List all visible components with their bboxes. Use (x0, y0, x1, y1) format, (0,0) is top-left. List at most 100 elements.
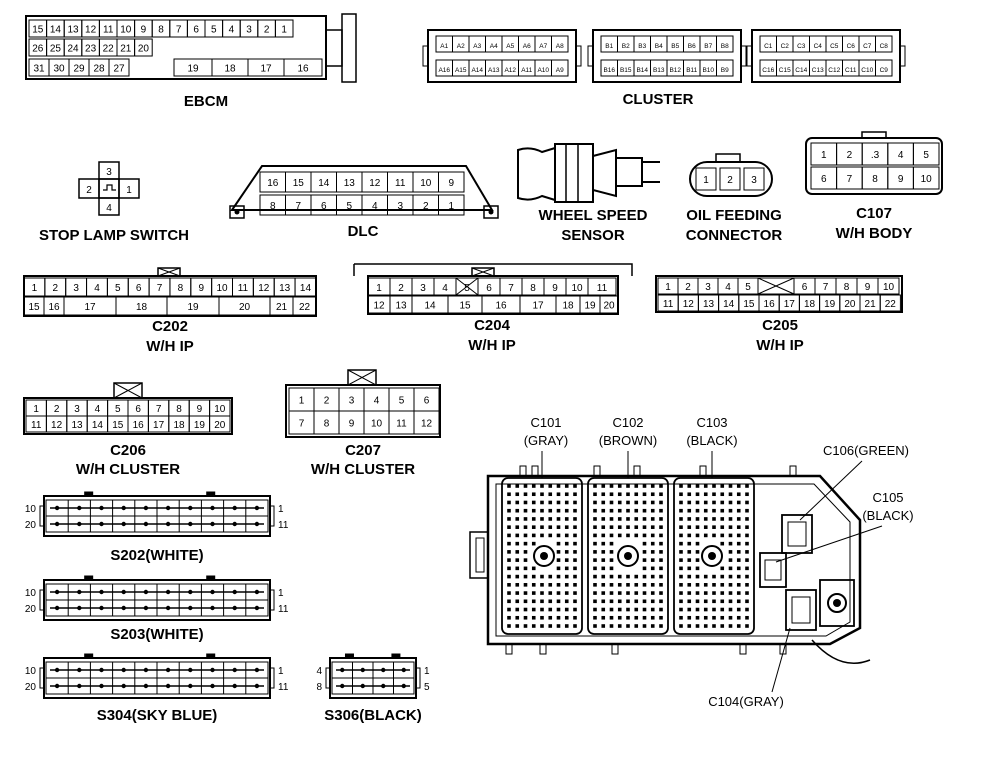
pin-cavity (507, 583, 511, 587)
pin-cavity (687, 558, 692, 562)
pin-cavity (720, 517, 725, 521)
c103-block-frame (673, 477, 755, 635)
pin-cavity (687, 574, 692, 579)
pin-cavity (728, 533, 733, 538)
pin-cavity (687, 517, 692, 521)
pin-cavity (728, 517, 733, 521)
pin-number: A2 (457, 43, 465, 50)
pin-cell (875, 35, 893, 53)
pin-cavity (720, 541, 725, 546)
pin-cavity (642, 517, 647, 521)
c205-body (655, 275, 903, 313)
pin-cavity (720, 500, 725, 505)
pin-number: B6 (688, 43, 696, 50)
pin-number: 16 (267, 178, 279, 189)
pin-cavity (728, 624, 733, 628)
pin-cavity (548, 591, 553, 595)
splice-end (269, 589, 275, 611)
pin-cavity (626, 591, 630, 595)
pin-cavity (564, 533, 569, 538)
pin-cavity (609, 508, 614, 513)
pin-cavity (617, 624, 622, 628)
pin-cavity (593, 500, 597, 505)
pin-cavity (634, 574, 639, 579)
pin-cavity (507, 599, 511, 604)
c204-hood (353, 263, 633, 276)
splice-end (39, 505, 45, 527)
pin-cavity (642, 525, 647, 529)
pin-number: 3 (246, 25, 252, 36)
pin-cavity (531, 566, 536, 571)
pin-cavity (515, 566, 520, 571)
pin-cavity (720, 615, 725, 620)
terminal-dot (121, 521, 126, 527)
pin-cavity (634, 599, 639, 604)
pin-cavity (564, 517, 569, 521)
pin-number: 18 (173, 420, 185, 431)
pin-cavity (593, 492, 597, 497)
pin-cavity (564, 574, 569, 579)
port-ring (827, 593, 847, 613)
terminal-dot (143, 521, 149, 527)
jack-screw-center (540, 552, 548, 560)
pin-cavity (703, 533, 708, 538)
terminal-dot (232, 667, 237, 673)
pin-cavity (507, 558, 511, 562)
pin-number: 2 (264, 25, 270, 36)
pin-number: .3 (871, 150, 880, 161)
terminal-dot (254, 683, 260, 689)
splice-end (269, 505, 275, 527)
pin-number: 5 (115, 283, 121, 294)
s304-splice-caption: S304(SKY BLUE) (97, 707, 218, 724)
pin-number: 7 (156, 404, 162, 415)
pin-cavity (564, 615, 569, 620)
pin-number: 12 (51, 420, 63, 431)
bottom-tab (505, 643, 513, 655)
pin-cavity (540, 591, 544, 595)
pin-cavity (523, 574, 528, 579)
pin-number: 14 (723, 299, 735, 310)
terminal-dot (121, 605, 126, 611)
pin-number: 2 (52, 283, 58, 294)
pin-cavity (523, 508, 528, 513)
pin-cavity (593, 615, 597, 620)
oil-latch (715, 153, 741, 163)
pin-cavity (609, 541, 614, 546)
pin-cavity (650, 566, 655, 571)
pin-number: C15 (779, 67, 791, 74)
pin-cavity (515, 500, 520, 505)
latch-outline (113, 382, 143, 399)
pin-cavity (523, 591, 528, 595)
pin-cavity (642, 558, 647, 562)
terminal-dot (121, 589, 126, 595)
pin-cavity (523, 492, 528, 497)
pin-cavity (659, 541, 663, 546)
pin-cavity (634, 607, 639, 612)
pin-cavity (609, 574, 614, 579)
pin-cavity (703, 500, 708, 505)
module-mount (469, 531, 489, 579)
pin-cavity (679, 492, 683, 497)
pin-cavity (687, 484, 692, 488)
pin-number: B16 (603, 67, 615, 74)
pin-cavity (695, 607, 700, 612)
pin-number: 3 (420, 283, 426, 294)
pin-cavity (736, 500, 741, 505)
pin-cavity (523, 541, 528, 546)
pin-cavity (650, 525, 655, 529)
pin-cavity (573, 484, 577, 488)
c105-label: C105 (872, 490, 903, 505)
pin-cavity (736, 615, 741, 620)
pin-cavity (601, 541, 606, 546)
pin-cavity (556, 541, 561, 546)
c102-label: C102 (612, 415, 643, 430)
pin-cavity (728, 615, 733, 620)
pin-number: B7 (704, 43, 712, 50)
pin-cavity (745, 525, 749, 529)
pin-number: 1 (33, 404, 39, 415)
pin-cavity (679, 558, 683, 562)
pin-number: B14 (636, 67, 648, 74)
pin-cavity (728, 500, 733, 505)
